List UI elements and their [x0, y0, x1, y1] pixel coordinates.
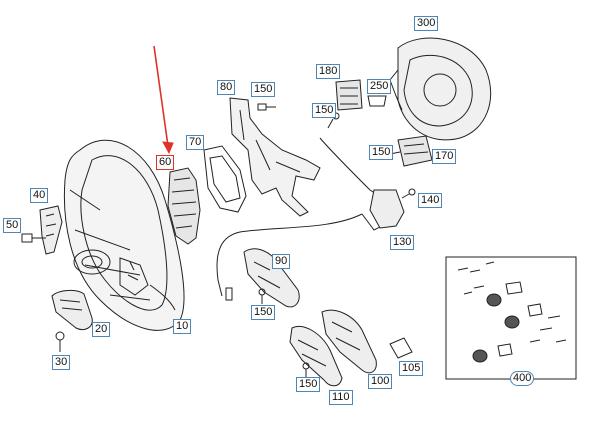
callout-10[interactable]: 10 — [173, 319, 192, 334]
callout-150-right[interactable]: 150 — [369, 145, 394, 160]
switch-module-part-60 — [167, 167, 201, 245]
callout-130[interactable]: 130 — [390, 235, 415, 250]
screw-part-150e — [302, 362, 310, 378]
callout-40[interactable]: 40 — [30, 188, 49, 203]
callout-250[interactable]: 250 — [367, 79, 392, 94]
callout-80[interactable]: 80 — [217, 80, 236, 95]
callout-180[interactable]: 180 — [316, 64, 341, 79]
kit-parts-400 — [457, 261, 567, 363]
screw-part-140 — [401, 188, 416, 199]
callout-150-bottom[interactable]: 150 — [296, 377, 321, 392]
indicator-arrow — [153, 45, 169, 147]
callout-140[interactable]: 140 — [418, 193, 443, 208]
cover-part-100 — [321, 309, 377, 374]
screw-part-150d — [258, 288, 266, 304]
cover-part-110 — [289, 326, 343, 387]
callout-70[interactable]: 70 — [186, 135, 205, 150]
cap-part-105 — [389, 337, 413, 359]
callout-150-mid[interactable]: 150 — [251, 305, 276, 320]
switch-part-170 — [397, 135, 433, 167]
callout-170[interactable]: 170 — [432, 149, 457, 164]
callout-20[interactable]: 20 — [92, 322, 111, 337]
plug-part-250 — [367, 95, 387, 107]
cover-part-20 — [51, 289, 93, 331]
screw-part-50 — [21, 233, 46, 243]
paddle-left-part — [39, 205, 63, 255]
callout-100[interactable]: 100 — [368, 374, 393, 389]
callout-150-upper[interactable]: 150 — [312, 103, 337, 118]
callout-300[interactable]: 300 — [414, 16, 439, 31]
airbag-part-300 — [389, 37, 492, 141]
indicator-arrowhead — [162, 141, 174, 155]
switch-part-180 — [335, 79, 363, 111]
callout-50[interactable]: 50 — [3, 218, 22, 233]
steering-wheel-part — [63, 139, 185, 331]
callout-400[interactable]: 400 — [510, 371, 535, 386]
callout-90[interactable]: 90 — [272, 254, 291, 269]
callout-110[interactable]: 110 — [329, 390, 353, 405]
screw-part-30 — [55, 331, 65, 352]
callout-150-top[interactable]: 150 — [251, 82, 276, 97]
callout-60[interactable]: 60 — [156, 155, 175, 170]
frame-part-70 — [203, 145, 247, 213]
callout-30[interactable]: 30 — [52, 355, 71, 370]
callout-105[interactable]: 105 — [399, 361, 424, 376]
panel-part-90 — [243, 248, 300, 308]
screw-part-150a — [257, 103, 276, 111]
wiring-harness-part-130 — [216, 137, 405, 301]
bracket-part-80 — [229, 97, 321, 217]
